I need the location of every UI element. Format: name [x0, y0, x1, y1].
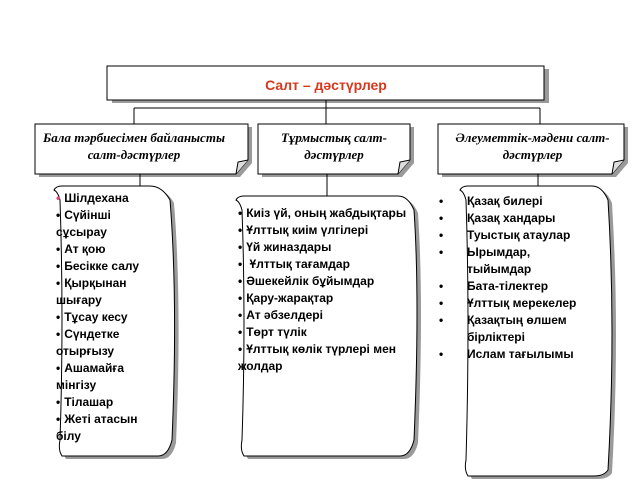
list-item-text: Ислам тағылымы	[467, 347, 574, 361]
bullet-icon: •	[439, 245, 444, 259]
list-panel-1	[53, 185, 179, 459]
list-item: •Үй жиназдары	[238, 239, 410, 256]
main-title: Салт – дәстүрлер	[265, 77, 387, 93]
bullet-icon: •	[56, 191, 61, 205]
list-item: •Киіз үй, оның жабдықтары	[238, 205, 410, 222]
list-item-text: Төрт түлік	[246, 325, 307, 339]
list-item-text: Сүндетке отырғызу	[56, 327, 120, 358]
list-item-text: Қазақ билері	[467, 194, 543, 208]
list-item-text: Ат әбзелдері	[246, 308, 323, 322]
bullet-icon: •	[56, 412, 61, 426]
bullet-icon: •	[56, 361, 61, 375]
bullet-icon: •	[56, 259, 61, 273]
list-item-text: Тұсау кесу	[64, 310, 128, 324]
bullet-icon: •	[238, 308, 243, 322]
list-socio-cultural: • Қазақ билері • Қазақ хандары • Туыстық атау…	[439, 193, 583, 363]
list-item-text: Қазақ хандары	[467, 211, 556, 225]
list-item-text: Үй жиназдары	[246, 240, 332, 254]
bullet-icon: •	[56, 242, 61, 256]
list-item: •Әшекейлік бұйымдар	[238, 273, 410, 290]
list-item: •Ат қою	[56, 241, 160, 258]
bullet-icon: •	[56, 276, 61, 290]
category-box-3	[437, 123, 628, 177]
bullet-icon: •	[238, 223, 243, 237]
list-panel-3	[459, 185, 616, 479]
list-item-text: Бата-тілектер	[467, 279, 549, 293]
bullet-icon: •	[439, 194, 444, 208]
list-item-text: Қару-жарақтар	[246, 291, 334, 305]
list-item-text: Ұлттық киім үлгілері	[246, 223, 369, 237]
bullet-icon: •	[238, 342, 243, 356]
list-item: •Жеті атасын білу	[56, 411, 160, 445]
list-item: • Ислам тағылымы	[439, 346, 583, 363]
bullet-icon: •	[238, 274, 243, 288]
category-box-1	[34, 123, 252, 177]
list-item: •Тілашар	[56, 394, 160, 411]
bullet-icon: •	[238, 325, 243, 339]
list-item-text: Сүйінші сұсырау	[56, 208, 111, 239]
bullet-icon: •	[238, 240, 243, 254]
list-item: •Ұлттық көлік түрлері мен жолдар	[238, 341, 410, 375]
bullet-icon: •	[439, 211, 444, 225]
list-panel-2	[235, 195, 421, 459]
bullet-icon: •	[439, 296, 444, 310]
bullet-icon: •	[439, 228, 444, 242]
category-title-household: Тұрмыстық салт- дәстүрлер	[280, 130, 387, 162]
bullet-icon: •	[56, 395, 61, 409]
bullet-icon: •	[238, 257, 243, 271]
list-item-text: Киіз үй, оның жабдықтары	[246, 206, 407, 220]
list-item: • Ұлттық мерекелер	[439, 295, 583, 312]
category-title-child-rearing: Бала тәрбиесімен байланысты салт-дәстүрл…	[43, 130, 225, 162]
list-item: • Қазақтың өлшем бірліктері	[439, 312, 583, 346]
bullet-icon: •	[439, 347, 444, 361]
list-item-text: Ұлттық көлік түрлері мен жолдар	[238, 342, 396, 373]
list-item: •Ашамайға мінгізу	[56, 360, 160, 394]
list-item-text: Ұлттық мерекелер	[467, 296, 577, 310]
bullet-icon: •	[56, 310, 61, 324]
list-item: • Ұлттық тағамдар	[238, 256, 410, 273]
list-item-text: Жеті атасын білу	[56, 412, 138, 443]
list-household: •Киіз үй, оның жабдықтары•Ұлттық киім үл…	[238, 205, 410, 375]
list-item: • Қазақ билері	[439, 193, 583, 210]
list-item: •Сүйінші сұсырау	[56, 207, 160, 241]
list-item: •Ұлттық киім үлгілері	[238, 222, 410, 239]
list-item-text: Ат қою	[64, 242, 106, 256]
list-item: •Төрт түлік	[238, 324, 410, 341]
list-item: •Тұсау кесу	[56, 309, 160, 326]
list-child-rearing: •Шілдехана•Сүйінші сұсырау•Ат қою•Бесікк…	[56, 190, 160, 445]
list-item-text: Ұлттық тағамдар	[246, 257, 350, 271]
list-item-text: Бесікке салу	[64, 259, 140, 273]
list-item: • Туыстық атаулар	[439, 227, 583, 244]
list-item: • Қазақ хандары	[439, 210, 583, 227]
bullet-icon: •	[439, 279, 444, 293]
list-item: •Қырқынан шығару	[56, 275, 160, 309]
list-item-text: Қазақтың өлшем бірліктері	[467, 313, 567, 344]
list-item: •Сүндетке отырғызу	[56, 326, 160, 360]
list-item: • Ырымдар, тыйымдар	[439, 244, 583, 278]
bullet-icon: •	[238, 291, 243, 305]
list-item: •Бесікке салу	[56, 258, 160, 275]
list-item: •Қару-жарақтар	[238, 290, 410, 307]
list-item-text: Тілашар	[64, 395, 114, 409]
list-item: • Бата-тілектер	[439, 278, 583, 295]
list-item-text: Шілдехана	[64, 191, 129, 205]
list-item-text: Қырқынан шығару	[56, 276, 127, 307]
list-item-text: Ырымдар, тыйымдар	[467, 245, 532, 276]
list-item-text: Туыстық атаулар	[467, 228, 571, 242]
bullet-icon: •	[56, 208, 61, 222]
category-title-socio-cultural: Әлеуметтік-мәдени салт-дәстүрлер	[455, 130, 610, 162]
list-item: •Ат әбзелдері	[238, 307, 410, 324]
main-title-box	[106, 65, 545, 101]
list-item-text: Әшекейлік бұйымдар	[246, 274, 375, 288]
bullet-icon: •	[439, 313, 444, 327]
bullet-icon: •	[56, 327, 61, 341]
bullet-icon: •	[238, 206, 243, 220]
list-item-text: Ашамайға мінгізу	[56, 361, 124, 392]
list-item: •Шілдехана	[56, 190, 160, 207]
category-box-2	[257, 123, 414, 177]
